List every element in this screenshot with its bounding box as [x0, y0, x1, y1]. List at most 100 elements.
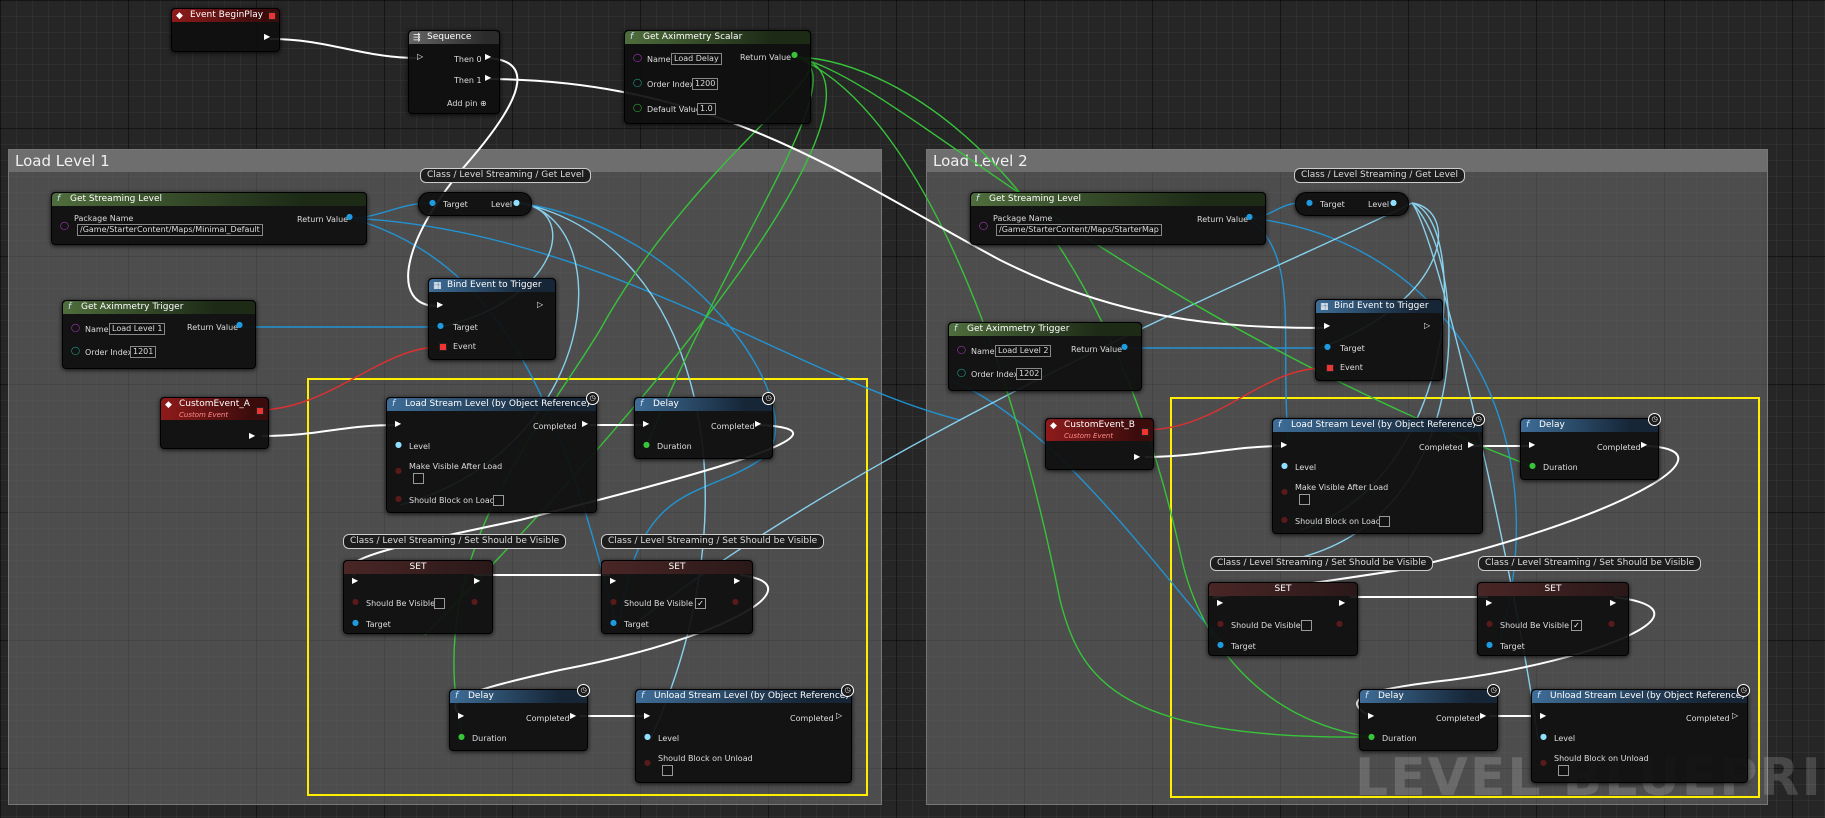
- name-pin[interactable]: ◯: [71, 323, 80, 332]
- block-on-load-checkbox[interactable]: [493, 495, 504, 506]
- default-value-input[interactable]: 1.0: [697, 103, 716, 115]
- l1-bind-event-node[interactable]: ▦Bind Event to Trigger ▶ ▷ ● Target Even…: [428, 278, 556, 360]
- exec-in-pin[interactable]: ▶: [643, 419, 650, 428]
- completed-pin[interactable]: ▷: [836, 711, 843, 720]
- exec-in-pin[interactable]: ▶: [1324, 321, 1331, 330]
- exec-out-pin[interactable]: ▶: [734, 576, 741, 585]
- should-be-visible-pin[interactable]: ●: [1217, 619, 1224, 628]
- exec-in-pin[interactable]: ▶: [395, 419, 402, 428]
- should-be-visible-checkbox[interactable]: [1301, 620, 1312, 631]
- output-pin[interactable]: ●: [471, 597, 478, 606]
- output-delegate-pin[interactable]: [256, 407, 264, 415]
- exec-in-pin[interactable]: ▶: [1529, 440, 1536, 449]
- completed-pin[interactable]: ▶: [582, 419, 589, 428]
- event-pin[interactable]: [439, 343, 447, 351]
- return-value-pin[interactable]: ●: [791, 50, 798, 59]
- block-on-unload-pin[interactable]: ●: [1540, 758, 1547, 767]
- l2-set-visible-node-1[interactable]: SET ▶ ▶ ● Should De Visible ● ● Target: [1208, 582, 1358, 656]
- add-pin-button[interactable]: Add pin ⊕: [447, 99, 487, 108]
- completed-pin[interactable]: ▷: [1732, 711, 1739, 720]
- output-pin[interactable]: ●: [1336, 619, 1343, 628]
- level-pin[interactable]: ●: [395, 440, 402, 449]
- order-index-pin[interactable]: ◯: [957, 368, 966, 377]
- make-visible-checkbox[interactable]: [413, 473, 424, 484]
- name-pin[interactable]: ◯: [633, 53, 642, 62]
- l1-custom-event-node[interactable]: ◆CustomEvent_A Custom Event ▶: [160, 397, 269, 449]
- exec-out-pin[interactable]: ▷: [1424, 321, 1431, 330]
- l1-get-level-node[interactable]: ● Target Level ●: [418, 192, 532, 216]
- should-be-visible-pin[interactable]: ●: [352, 597, 359, 606]
- exec-out-pin[interactable]: ▶: [249, 431, 256, 440]
- completed-pin[interactable]: ▶: [1480, 711, 1487, 720]
- l1-set-visible-node-1[interactable]: SET ▶ ▶ ● Should Be Visible ● ● Target: [343, 560, 493, 634]
- l1-set-visible-node-2[interactable]: SET ▶ ▶ ● Should Be Visible ✓ ● ● Target: [601, 560, 753, 634]
- then-0-pin[interactable]: ▶: [485, 52, 492, 61]
- l2-bind-event-node[interactable]: ▦Bind Event to Trigger ▶ ▷ ● Target Even…: [1315, 299, 1443, 381]
- package-name-input[interactable]: /Game/StarterContent/Maps/StarterMap: [996, 224, 1162, 236]
- order-index-input[interactable]: 1200: [692, 78, 719, 90]
- target-pin[interactable]: ●: [437, 321, 444, 330]
- return-value-pin[interactable]: ●: [1121, 342, 1128, 351]
- level-pin[interactable]: ●: [1281, 461, 1288, 470]
- target-pin[interactable]: ●: [1324, 342, 1331, 351]
- completed-pin[interactable]: ▶: [755, 419, 762, 428]
- block-on-load-pin[interactable]: ●: [1281, 515, 1288, 524]
- exec-out-pin[interactable]: ▷: [537, 300, 544, 309]
- exec-in-pin[interactable]: ▶: [610, 576, 617, 585]
- block-on-unload-checkbox[interactable]: [662, 765, 673, 776]
- l2-get-level-node[interactable]: ● Target Level ●: [1295, 192, 1409, 216]
- target-pin[interactable]: ●: [429, 198, 436, 207]
- exec-out-pin[interactable]: ▶: [474, 576, 481, 585]
- should-be-visible-checkbox[interactable]: ✓: [1571, 620, 1582, 631]
- event-pin[interactable]: [1326, 364, 1334, 372]
- completed-pin[interactable]: ▶: [1468, 440, 1475, 449]
- exec-out-pin[interactable]: ▶: [1134, 452, 1141, 461]
- package-name-pin[interactable]: ◯: [979, 221, 988, 230]
- should-be-visible-checkbox[interactable]: [434, 598, 445, 609]
- completed-pin[interactable]: ▶: [1641, 440, 1648, 449]
- order-index-input[interactable]: 1202: [1016, 368, 1043, 380]
- should-be-visible-pin[interactable]: ●: [1486, 619, 1493, 628]
- package-name-input[interactable]: /Game/StarterContent/Maps/Minimal_Defaul…: [77, 224, 263, 236]
- order-index-pin[interactable]: ◯: [71, 346, 80, 355]
- order-index-pin[interactable]: ◯: [633, 78, 642, 87]
- block-on-unload-pin[interactable]: ●: [644, 758, 651, 767]
- exec-in-pin[interactable]: ▶: [352, 576, 359, 585]
- block-on-load-checkbox[interactable]: [1379, 516, 1390, 527]
- l2-custom-event-node[interactable]: ◆CustomEvent_B Custom Event ▶: [1045, 418, 1154, 470]
- exec-in-pin[interactable]: ▶: [1281, 440, 1288, 449]
- output-delegate-pin[interactable]: [1141, 428, 1149, 436]
- exec-in-pin[interactable]: ▶: [1368, 711, 1375, 720]
- output-pin[interactable]: ●: [732, 597, 739, 606]
- make-visible-checkbox[interactable]: [1299, 494, 1310, 505]
- level-pin[interactable]: ●: [644, 732, 651, 741]
- name-pin[interactable]: ◯: [957, 345, 966, 354]
- then-1-pin[interactable]: ▶: [485, 73, 492, 82]
- exec-in-pin[interactable]: ▷: [417, 52, 424, 61]
- order-index-input[interactable]: 1201: [130, 346, 157, 358]
- return-value-pin[interactable]: ●: [236, 320, 243, 329]
- exec-in-pin[interactable]: ▶: [1540, 711, 1547, 720]
- duration-pin[interactable]: ●: [643, 440, 650, 449]
- exec-out-pin[interactable]: ▶: [264, 32, 271, 41]
- completed-pin[interactable]: ▶: [570, 711, 577, 720]
- make-visible-pin[interactable]: ●: [395, 466, 402, 475]
- should-be-visible-pin[interactable]: ●: [610, 597, 617, 606]
- duration-pin[interactable]: ●: [1368, 732, 1375, 741]
- target-pin[interactable]: ●: [610, 618, 617, 627]
- name-input[interactable]: Load Level 2: [995, 345, 1052, 357]
- exec-out-pin[interactable]: ▶: [1339, 598, 1346, 607]
- exec-in-pin[interactable]: ▶: [437, 300, 444, 309]
- level-pin[interactable]: ●: [513, 198, 520, 207]
